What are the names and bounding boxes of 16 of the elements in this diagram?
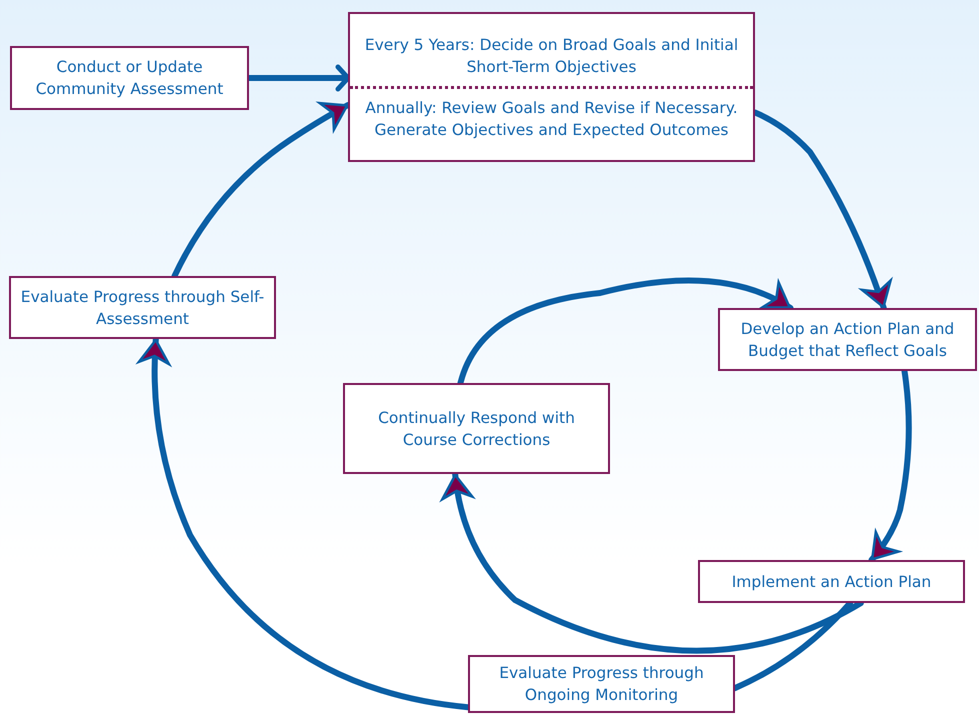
step-text: Every 5 Years: Decide on Broad Goals and Initial Short-Term Objectives <box>364 34 740 78</box>
step-text: Develop an Action Plan and Budget that Reflect Goals <box>740 318 956 362</box>
process-box <box>343 383 610 474</box>
step-text: Implement an Action Plan <box>730 572 932 592</box>
step-text: Evaluate Progress through Self-Assessment <box>20 286 266 330</box>
process-box <box>468 655 735 713</box>
step-text: Conduct or Update Community Assessment <box>34 57 224 100</box>
process-box <box>718 308 977 371</box>
process-box <box>348 12 755 162</box>
step-text: Continually Respond with Course Corrections <box>377 408 576 450</box>
cycle-arrow <box>457 278 794 386</box>
process-box <box>10 46 249 110</box>
step-text: Evaluate Progress through Ongoing Monitoring <box>498 663 705 706</box>
process-box <box>698 560 965 603</box>
step-text: Annually: Review Goals and Revise if Necessary. Generate Objectives and Expected Outcomes <box>350 86 753 140</box>
process-box <box>9 276 276 339</box>
